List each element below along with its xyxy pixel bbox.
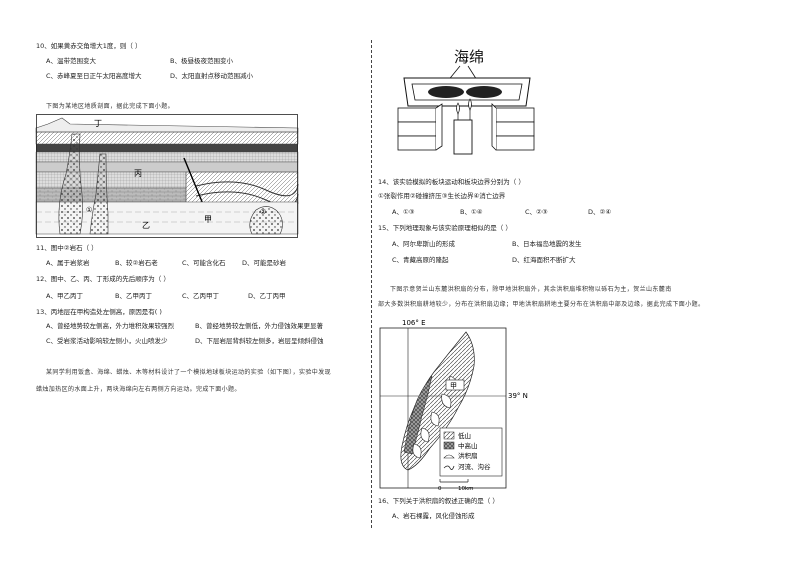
q16-stem: 16、下列关于洪积扇的叙述正确的是（ ） [378,497,499,505]
q15-option-b[interactable]: B、日本福岛地震的发生 [512,240,582,248]
q13-stem: 13、丙地层在甲构造处左侧高，原因是有( ) [36,308,162,316]
q14-option-a[interactable]: A、①③ [392,208,415,216]
section-intro-alluvial-line1: 下图示意贺兰山东麓洪积扇的分布，除甲地洪积扇外，其余洪积扇堆积物以砾石为主，贺兰… [390,286,672,293]
q10-option-a[interactable]: A、温带范围变大 [46,57,96,65]
q14-stem: 14、该实验模拟的板块运动和板块边界分别为（ ） [378,178,525,186]
sponge-experiment-figure: 海绵 [397,48,535,155]
q16-option-a[interactable]: A、岩石裸露，风化侵蚀形成 [392,512,475,520]
label-jia: 甲 [204,215,212,224]
q14-option-d[interactable]: D、②④ [588,208,612,216]
q11-option-c[interactable]: C、可能含化石 [182,259,226,267]
q11-stem: 11、图中②岩石（ ） [36,244,98,252]
section-intro-experiment-line1: 某同学利用饭盒、海绵、蜡烛、木等材料设计了一个模拟地球板块运动的实验（如下图），… [46,369,332,376]
map-longitude-label: 106° E [402,319,426,327]
q12-option-c[interactable]: C、乙丙甲丁 [182,292,220,300]
q15-option-a[interactable]: A、阿尔卑斯山的形成 [392,240,455,248]
q12-option-d[interactable]: D、乙丁丙甲 [248,292,286,300]
q14-option-b[interactable]: B、①④ [460,208,483,216]
q14-choices: ①张裂作用②碰撞挤压③生长边界④消亡边界 [378,192,506,200]
alluvial-fan-map: 106° E 甲 39° N 低山 中高山 洪积扇 河流、沟谷 0 10km [379,319,528,492]
q12-option-a[interactable]: A、甲乙丙丁 [46,292,83,300]
label-ding: 丁 [94,119,102,128]
map-label-jia: 甲 [450,382,457,390]
sponge-label: 海绵 [454,48,484,66]
label-bing: 丙 [134,169,142,178]
q15-stem: 15、下列地理现象与该实验原理相似的是（ ） [378,224,512,232]
section-intro-alluvial-line2: 部大多数洪积扇耕地较少，分布在洪积扇边缘；甲地洪积扇耕地主要分布在洪积扇中部及边… [378,301,705,308]
q11-option-b[interactable]: B、较②岩石老 [115,259,158,267]
q10-stem: 10、如果黄赤交角增大1度，则（ ） [36,42,142,50]
legend-low-mountain: 低山 [458,431,471,440]
q12-option-b[interactable]: B、乙甲丙丁 [115,292,152,300]
q13-option-c[interactable]: C、受岩浆活动影响较左侧小，火山喷发少 [46,337,168,345]
geologic-section-figure: 丁 丙 乙 甲 ① ② [35,114,299,238]
q15-option-d[interactable]: D、红海面积不断扩大 [512,256,576,264]
scale-zero: 0 [438,486,442,492]
column-divider [371,40,372,528]
q10-option-c[interactable]: C、赤峰夏至日正午太阳高度增大 [46,72,142,80]
q14-option-c[interactable]: C、②③ [525,208,548,216]
legend-river: 河流、沟谷 [458,462,491,471]
section-intro-experiment-line2: 蜡烛加热区的水面上升，两块海绵向左右两侧方向运动。完成下面小题。 [36,386,241,393]
q10-option-b[interactable]: B、极昼极夜范围变小 [170,57,233,65]
legend-high-mountain: 中高山 [458,441,478,450]
q13-option-a[interactable]: A、曾经地势较左侧高，外力堆积效果较强烈 [46,322,174,330]
q10-option-d[interactable]: D、太阳直射点移动范围减小 [170,72,254,80]
q11-option-a[interactable]: A、属于岩浆岩 [46,259,90,267]
label-circle-1: ① [86,206,92,214]
q13-option-d[interactable]: D、下层岩层背斜较左侧多，岩层呈倾斜侵蚀 [195,337,324,345]
map-latitude-label: 39° N [508,392,528,400]
label-yi: 乙 [142,221,150,230]
q11-option-d[interactable]: D、可能是砂岩 [242,259,287,267]
q12-stem: 12、图中、乙、丙、丁形成的先后顺序为（ ） [36,275,170,283]
scale-km: 10km [458,486,474,492]
q15-option-c[interactable]: C、青藏高原的隆起 [392,256,449,264]
legend-alluvial-fan: 洪积扇 [458,451,478,460]
label-circle-2: ② [260,208,266,216]
q13-option-b[interactable]: B、曾经地势较左侧低，外力侵蚀效果更显著 [195,322,323,330]
section-intro-geology: 下图为某地区地质剖面，据此完成下面小题。 [46,103,175,110]
